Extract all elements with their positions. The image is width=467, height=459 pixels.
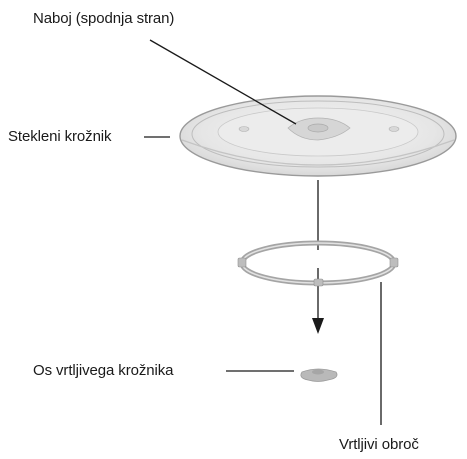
label-turntable-shaft: Os vrtljivega krožnika [33,362,174,379]
turntable-shaft [300,368,338,382]
leader-line-hub [149,39,297,125]
label-roller-ring: Vrtljivi obroč [339,436,419,453]
assembly-arrowhead [312,318,324,334]
label-glass-plate: Stekleni krožnik [8,128,112,145]
hub [238,117,400,141]
roller-ring [237,240,399,287]
label-hub: Naboj (spodnja stran) [33,10,175,27]
